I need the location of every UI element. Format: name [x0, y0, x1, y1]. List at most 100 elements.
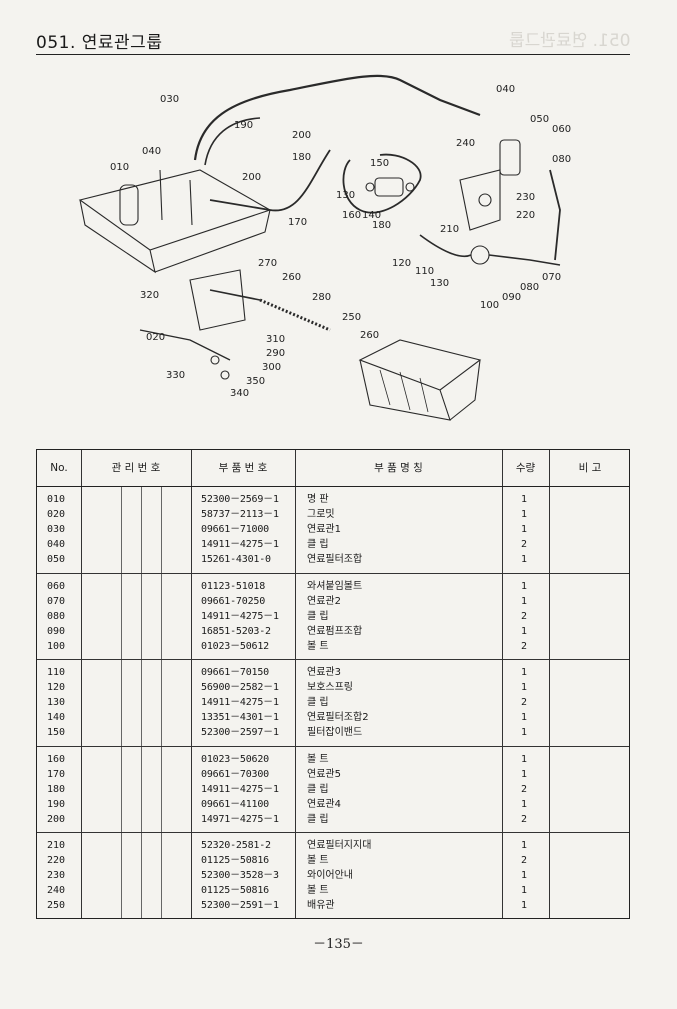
fuel-line-030: [193, 74, 481, 161]
svg-text:150: 150: [370, 158, 389, 169]
part-name: 와이어안내: [307, 870, 353, 881]
part-name: 클 립: [307, 783, 329, 795]
header-remark: 비 고: [578, 462, 602, 474]
oil-pan-top: [358, 339, 482, 391]
fuel-tank-front: [154, 209, 271, 273]
svg-text:340: 340: [230, 388, 249, 399]
item-no: 100: [47, 640, 66, 652]
part-name: 연료필터조합2: [307, 712, 369, 723]
part-number: 01023－50620: [201, 753, 270, 765]
filter-bracket-210: [459, 169, 501, 231]
part-name: 연료관5: [307, 768, 341, 780]
part-number: 15261-4301-0: [201, 554, 271, 565]
quantity: 1: [520, 753, 528, 765]
page-number: －135－: [313, 937, 364, 952]
svg-text:230: 230: [516, 192, 535, 203]
part-number: 09661-70250: [201, 595, 266, 607]
quantity: 1: [520, 870, 528, 881]
quantity: 1: [520, 682, 528, 693]
part-number: 01125－50816: [201, 885, 270, 896]
item-no: 050: [47, 554, 66, 565]
svg-text:040: 040: [496, 84, 515, 95]
item-no: 250: [47, 900, 66, 911]
page-title: 051. 연료관그룹: [36, 33, 163, 53]
part-name: 연료펌프조합: [307, 625, 363, 637]
item-no: 130: [47, 697, 66, 708]
part-name: 연료관3: [307, 667, 341, 678]
svg-text:350: 350: [246, 376, 265, 387]
header-no: No.: [50, 462, 68, 474]
page-header: 051. 연료관그룹 051. 연료관그룹: [36, 24, 630, 55]
item-no: 140: [47, 712, 66, 723]
exploded-parts-diagram: 030 190 200 040 010 200 180 150 130 160 …: [60, 60, 620, 440]
svg-text:030: 030: [160, 94, 179, 105]
diagram-svg: 030 190 200 040 010 200 180 150 130 160 …: [78, 74, 571, 421]
part-number: 01123-51018: [201, 580, 266, 592]
item-no: 220: [47, 855, 66, 866]
item-no: 190: [47, 798, 66, 810]
mount-bracket-310: [189, 269, 246, 331]
quantity: 1: [520, 554, 528, 565]
item-no: 020: [47, 509, 66, 520]
quantity: 2: [520, 539, 528, 550]
svg-text:100: 100: [480, 300, 499, 311]
bleed-through-title: 051. 연료관그룹: [508, 31, 630, 51]
part-name: 필터잡이밴드: [307, 727, 363, 738]
quantity: 2: [520, 610, 528, 622]
col-divider: [191, 450, 192, 918]
svg-text:080: 080: [520, 282, 539, 293]
quantity: 2: [520, 813, 528, 825]
svg-text:170: 170: [288, 217, 307, 228]
fuel-pump-090: [470, 245, 490, 265]
part-number: 52320-2581-2: [201, 840, 271, 851]
item-no: 120: [47, 682, 66, 693]
svg-text:310: 310: [266, 334, 285, 345]
svg-text:080: 080: [552, 154, 571, 165]
svg-text:020: 020: [146, 332, 165, 343]
svg-text:260: 260: [282, 272, 301, 283]
mgmt-subcol: [121, 486, 122, 918]
tank-cap: [119, 184, 139, 226]
col-divider: [502, 450, 503, 918]
svg-text:200: 200: [242, 172, 261, 183]
svg-text:130: 130: [430, 278, 449, 289]
quantity: 1: [520, 712, 528, 723]
svg-text:280: 280: [312, 292, 331, 303]
quantity: 1: [520, 840, 528, 851]
part-name: 클 립: [307, 813, 329, 825]
quantity: 2: [520, 640, 528, 652]
svg-text:140: 140: [362, 210, 381, 221]
item-no: 240: [47, 885, 66, 896]
fuel-filter-050: [499, 139, 521, 176]
part-number: 09661－41100: [201, 798, 270, 810]
item-no: 070: [47, 595, 66, 607]
part-name: 연료관4: [307, 798, 341, 810]
header-qty: 수량: [515, 462, 536, 474]
part-name: 볼 트: [307, 640, 329, 652]
item-no: 030: [47, 524, 66, 535]
part-number: 14911－4275－1: [201, 697, 279, 708]
quantity: 1: [520, 509, 528, 520]
part-number: 13351－4301－1: [201, 712, 279, 723]
header-part-name: 부 품 명 칭: [374, 462, 423, 474]
fuel-tank-side: [79, 199, 156, 274]
part-name: 볼 트: [307, 753, 329, 765]
item-no: 010: [47, 494, 66, 505]
